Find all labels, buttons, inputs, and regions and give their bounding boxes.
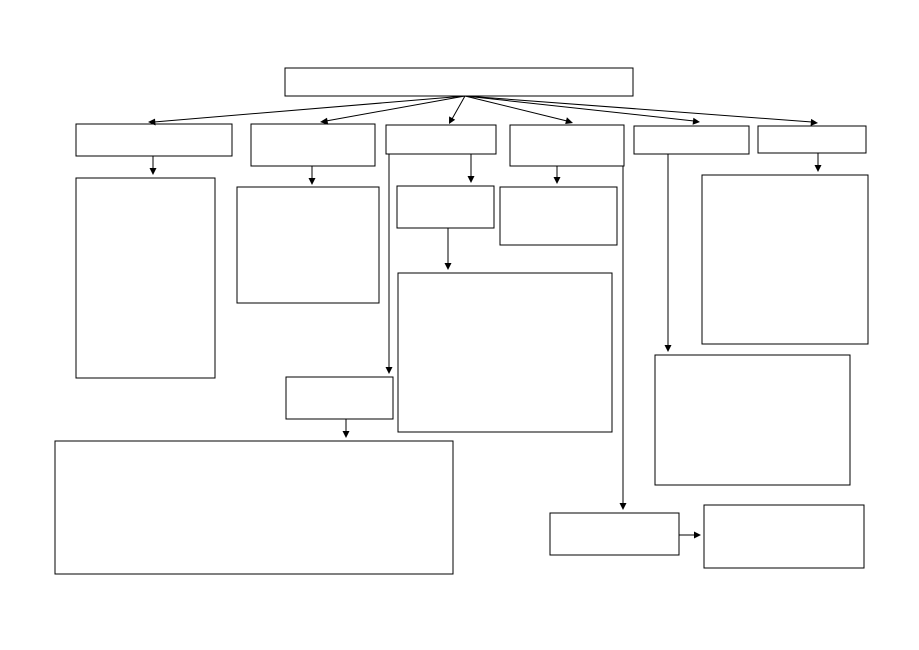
level1-box-1 [75,123,233,157]
child-box-3b [397,272,613,433]
child-box-6 [701,174,869,345]
level1-box-2 [250,123,376,167]
child-box-4 [499,186,618,246]
diagram-connectors [148,95,822,539]
arrowhead-icon [385,367,393,374]
arrowhead-icon [320,117,329,125]
connector-root-to-4 [464,95,568,122]
arrowhead-icon [553,177,561,184]
arrowhead-icon [814,165,822,172]
connector-root-to-6 [464,95,813,123]
arrowhead-icon [342,431,350,438]
arrowhead-icon [619,503,627,510]
level1-box-5 [633,125,750,155]
arrowhead-icon [565,117,573,124]
connector-root-to-2 [325,95,466,122]
level1-box-3 [385,124,497,155]
arrowhead-icon [810,118,818,126]
connector-root-to-1 [153,95,466,123]
child-box-3a [396,185,495,229]
arrowhead-icon [444,263,452,270]
child-box-4b [549,512,680,556]
arrowhead-icon [449,116,456,124]
child-box-5 [654,354,851,486]
connector-root-to-3 [451,95,466,120]
arrowhead-icon [308,178,316,185]
arrowhead-icon [149,168,157,175]
level1-box-4 [509,124,625,167]
arrowhead-icon [664,345,672,352]
child-box-1 [75,177,216,379]
arrowhead-icon [467,176,475,183]
level1-box-6 [757,125,867,154]
child-box-4c [703,504,865,569]
child-box-3c [285,376,394,420]
child-box-3d [54,440,454,575]
arrowhead-icon [694,531,701,539]
arrowhead-icon [148,118,156,126]
connector-root-to-5 [464,95,695,122]
diagram-boxes [54,67,869,575]
arrowhead-icon [692,117,700,125]
root-box [284,67,634,97]
child-box-2 [236,186,380,304]
